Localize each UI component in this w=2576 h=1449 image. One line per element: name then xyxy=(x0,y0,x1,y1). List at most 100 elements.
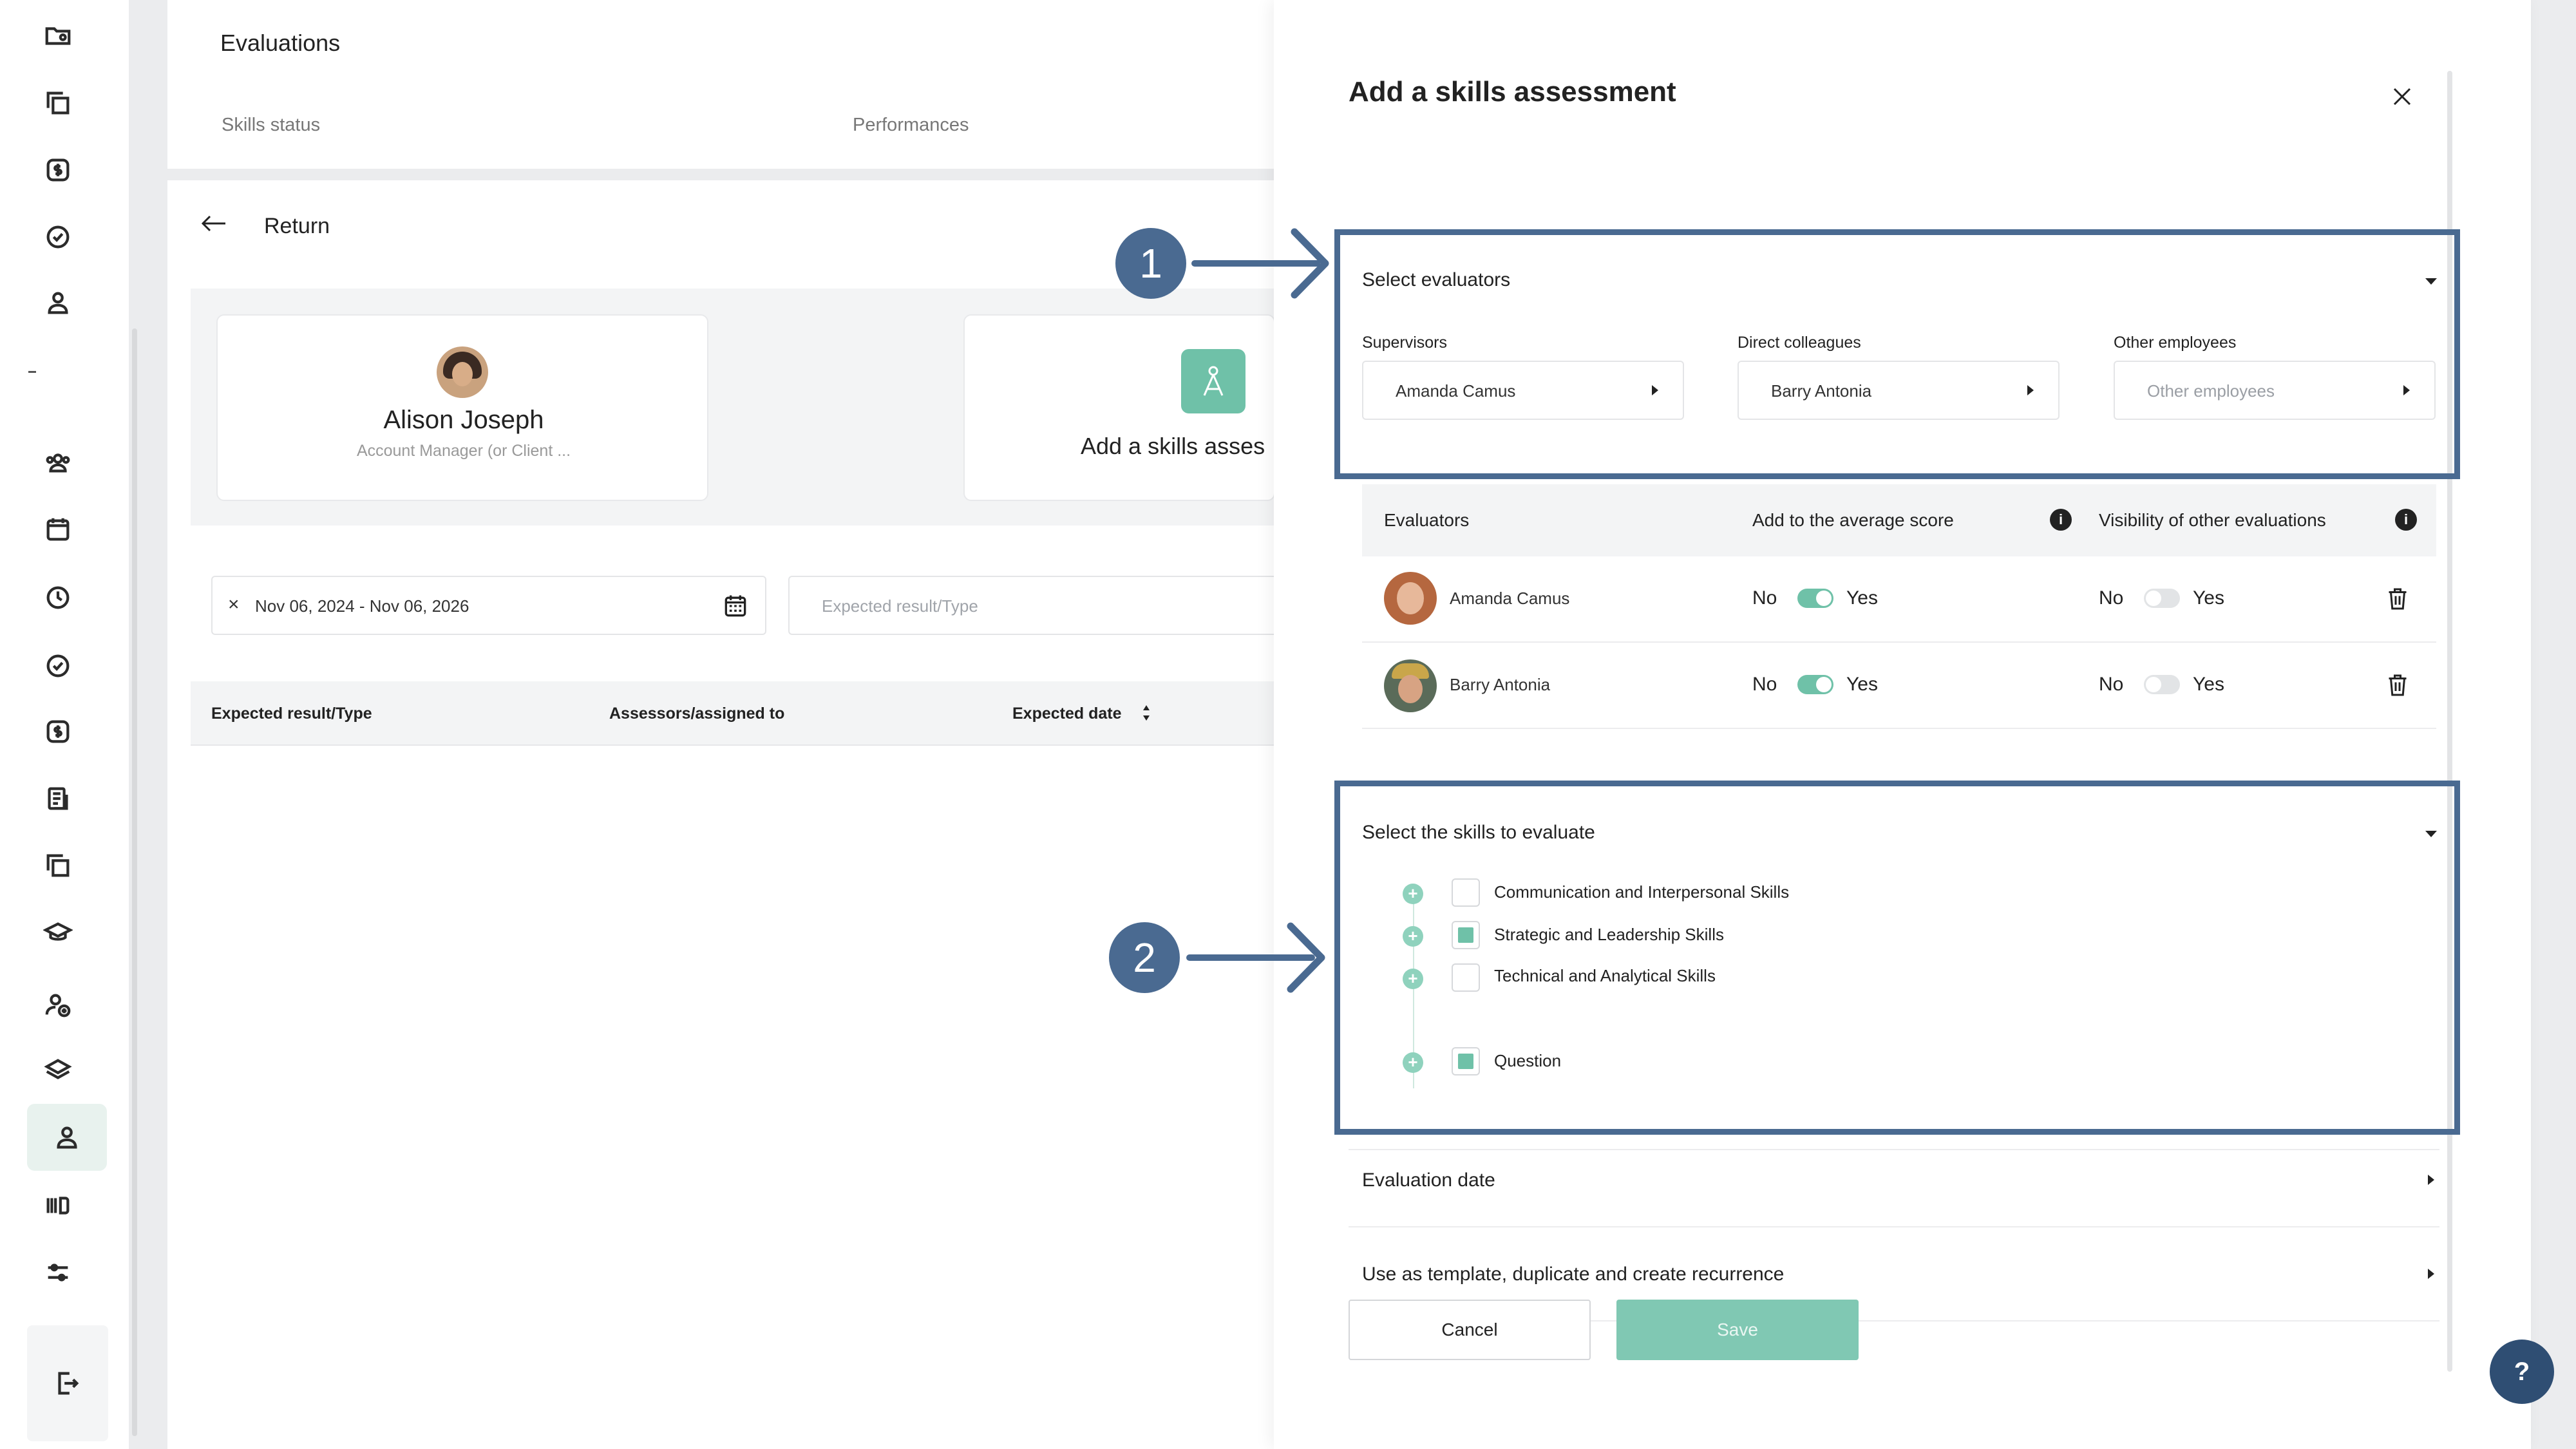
page-title: Evaluations xyxy=(220,30,341,56)
dollar-icon[interactable] xyxy=(40,152,76,188)
clock-icon[interactable] xyxy=(40,580,76,616)
expand-icon[interactable]: + xyxy=(1403,1052,1423,1073)
select-skills-title[interactable]: Select the skills to evaluate xyxy=(1362,822,1595,843)
skill-label: Technical and Analytical Skills xyxy=(1494,966,1716,985)
other-employees-label: Other employees xyxy=(2114,334,2237,352)
evaluator-name: Amanda Camus xyxy=(1450,589,1570,608)
skill-checkbox[interactable] xyxy=(1452,921,1480,949)
expected-result-filter[interactable]: Expected result/Type xyxy=(788,576,1278,635)
info-icon[interactable]: i xyxy=(2395,509,2417,531)
expand-icon[interactable]: + xyxy=(1403,969,1423,989)
profile-name: Alison Joseph xyxy=(383,406,544,434)
chevron-down-icon[interactable] xyxy=(2425,831,2437,837)
help-button[interactable]: ? xyxy=(2490,1340,2554,1404)
caret-right-icon[interactable] xyxy=(2428,1269,2434,1279)
info-icon[interactable]: i xyxy=(2050,509,2072,531)
copy-icon[interactable] xyxy=(40,848,76,884)
table-header: Expected result/Type Assessors/assigned … xyxy=(191,681,1275,746)
evaluator-name: Barry Antonia xyxy=(1450,675,1551,694)
column-expected-date[interactable]: Expected date xyxy=(1012,705,1122,723)
divider-dash xyxy=(28,371,36,373)
column-average-score: Add to the average score xyxy=(1752,510,1954,530)
avatar xyxy=(437,346,488,398)
column-assessors[interactable]: Assessors/assigned to xyxy=(609,705,785,723)
add-skills-assessment-drawer: Add a skills assessment Select evaluator… xyxy=(1274,0,2531,1449)
vis-no-label: No xyxy=(2099,674,2124,695)
column-expected-result[interactable]: Expected result/Type xyxy=(211,705,372,723)
trash-icon[interactable] xyxy=(2386,672,2409,698)
profile-card[interactable]: Alison Joseph Account Manager (or Client… xyxy=(216,314,708,501)
document-list-icon[interactable] xyxy=(40,781,76,817)
tab-performances[interactable]: Performances xyxy=(853,115,969,135)
table-row: Amanda Camus No Yes No Yes xyxy=(1362,556,2436,643)
highlight-box-evaluators xyxy=(1334,229,2460,479)
evaluation-date-row[interactable]: Evaluation date xyxy=(1362,1170,1495,1191)
avatar xyxy=(1384,572,1437,625)
save-button[interactable]: Save xyxy=(1616,1300,1859,1360)
dollar-icon[interactable] xyxy=(40,714,76,750)
profile-role: Account Manager (or Client ... xyxy=(356,442,571,460)
sort-icon[interactable] xyxy=(1141,703,1151,723)
sidebar-scrollbar[interactable] xyxy=(132,328,137,1436)
expand-icon[interactable]: + xyxy=(1403,926,1423,947)
visibility-toggle[interactable] xyxy=(2144,675,2180,694)
return-label[interactable]: Return xyxy=(264,214,330,238)
user-icon[interactable] xyxy=(40,285,76,321)
divider xyxy=(1349,1226,2439,1227)
cancel-button[interactable]: Cancel xyxy=(1349,1300,1591,1360)
direct-colleagues-select[interactable]: Barry Antonia xyxy=(1738,361,2060,420)
average-score-toggle[interactable] xyxy=(1797,589,1833,608)
user-add-icon[interactable] xyxy=(40,987,76,1023)
divider xyxy=(1349,1149,2439,1150)
expected-result-placeholder: Expected result/Type xyxy=(822,596,978,616)
trash-icon[interactable] xyxy=(2386,586,2409,612)
supervisors-select[interactable]: Amanda Camus xyxy=(1362,361,1684,420)
check-circle-icon[interactable] xyxy=(40,648,76,684)
user-icon[interactable] xyxy=(49,1119,85,1155)
divider xyxy=(1349,1320,2439,1321)
callout-2: 2 xyxy=(1109,922,1180,993)
avg-no-label: No xyxy=(1752,587,1777,609)
folder-user-icon[interactable] xyxy=(40,18,76,54)
arrow-left-icon xyxy=(201,215,225,232)
select-evaluators-title[interactable]: Select evaluators xyxy=(1362,269,1511,290)
skill-checkbox[interactable] xyxy=(1452,1047,1480,1075)
team-icon[interactable] xyxy=(40,444,76,480)
arrow-head-2 xyxy=(1287,922,1325,993)
chevron-down-icon[interactable] xyxy=(2425,278,2437,285)
return-button[interactable] xyxy=(200,214,228,236)
caret-right-icon xyxy=(2403,385,2410,395)
copy-icon[interactable] xyxy=(40,85,76,121)
tab-skills-status[interactable]: Skills status xyxy=(222,115,321,135)
avg-no-label: No xyxy=(1752,674,1777,695)
avg-yes-label: Yes xyxy=(1846,587,1878,609)
barcode-icon[interactable] xyxy=(40,1188,76,1224)
add-skills-assessment-card[interactable]: Add a skills asses xyxy=(963,314,1275,501)
caret-right-icon[interactable] xyxy=(2428,1175,2434,1185)
skills-tree-line xyxy=(1413,902,1414,1088)
skill-label: Communication and Interpersonal Skills xyxy=(1494,882,1790,902)
sliders-icon[interactable] xyxy=(40,1255,76,1291)
layers-icon[interactable] xyxy=(40,1052,76,1088)
graduation-cap-icon[interactable] xyxy=(40,914,76,951)
arrow-line-2 xyxy=(1186,954,1315,961)
drawer-scrollbar[interactable] xyxy=(2447,71,2452,1372)
average-score-toggle[interactable] xyxy=(1797,675,1833,694)
template-recurrence-row[interactable]: Use as template, duplicate and create re… xyxy=(1362,1264,1785,1285)
main-content-panel: Return Alison Joseph Account Manager (or… xyxy=(167,180,1278,1449)
logout-icon[interactable] xyxy=(49,1365,85,1401)
skill-label: Strategic and Leadership Skills xyxy=(1494,925,1724,944)
calendar-icon[interactable] xyxy=(40,511,76,547)
close-icon[interactable] xyxy=(2392,86,2412,107)
expand-icon[interactable]: + xyxy=(1403,884,1423,904)
arrow-head-1 xyxy=(1291,228,1329,299)
other-employees-select[interactable]: Other employees xyxy=(2114,361,2436,420)
date-range-filter[interactable]: × Nov 06, 2024 - Nov 06, 2026 xyxy=(211,576,766,635)
calendar-icon[interactable] xyxy=(721,591,750,621)
skill-checkbox[interactable] xyxy=(1452,963,1480,992)
supervisors-label: Supervisors xyxy=(1362,334,1447,352)
clear-date-icon[interactable]: × xyxy=(228,594,240,615)
check-circle-icon[interactable] xyxy=(40,219,76,255)
skill-checkbox[interactable] xyxy=(1452,878,1480,907)
visibility-toggle[interactable] xyxy=(2144,589,2180,608)
